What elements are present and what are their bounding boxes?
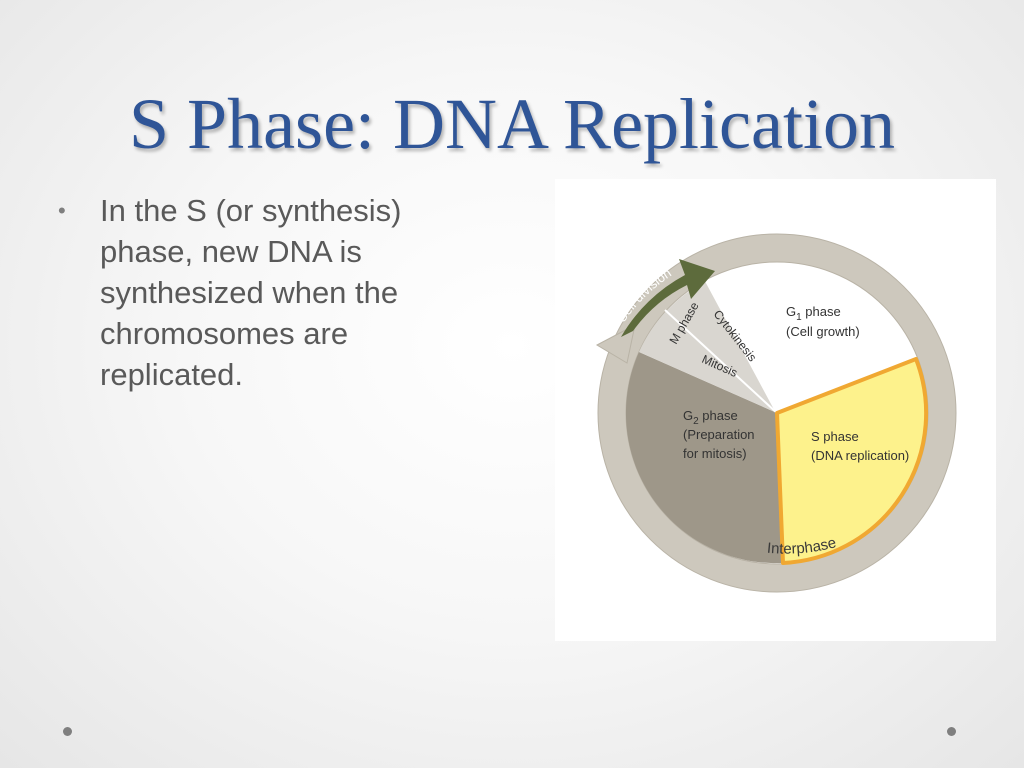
bullet-line: phase, new DNA is [100, 234, 362, 269]
interphase-ring [598, 234, 956, 592]
bullet-line: chromosomes are [100, 316, 349, 351]
m-phase-divider [705, 280, 778, 414]
s-phase-label: S phase [811, 429, 859, 444]
cell-cycle-diagram: Cell division M phase Mitosis Cytokinesi… [595, 233, 957, 593]
g2-phase-detail-line: (Preparation [683, 427, 755, 442]
g2-phase-sector [625, 352, 783, 564]
bullet-dot: • [58, 198, 66, 223]
g2-phase-detail-line: for mitosis) [683, 446, 747, 461]
cell-division-arrow [621, 259, 715, 337]
mitosis-divider [664, 309, 778, 414]
s-phase-sector [775, 357, 929, 565]
bullet-line: replicated. [100, 357, 244, 392]
bullet-line: In the S (or synthesis) [100, 193, 402, 228]
g1-phase-label: G1 phase [786, 304, 841, 323]
corner-dot-left [63, 727, 72, 736]
g1-phase-detail: (Cell growth) [786, 324, 860, 339]
bullet-list: • In the S (or synthesis) phase, new DNA… [58, 190, 478, 395]
s-phase-detail: (DNA replication) [811, 448, 909, 463]
ring-outline [597, 233, 957, 593]
bullet-item: • In the S (or synthesis) phase, new DNA… [58, 190, 478, 395]
bullet-line: synthesized when the [100, 275, 399, 310]
slide-title: S Phase: DNA Replication [129, 84, 895, 164]
cell-cycle-figure: Cell division M phase Mitosis Cytokinesi… [555, 179, 996, 641]
g2-phase-label: G2 phase [683, 408, 738, 427]
corner-dot-right [947, 727, 956, 736]
